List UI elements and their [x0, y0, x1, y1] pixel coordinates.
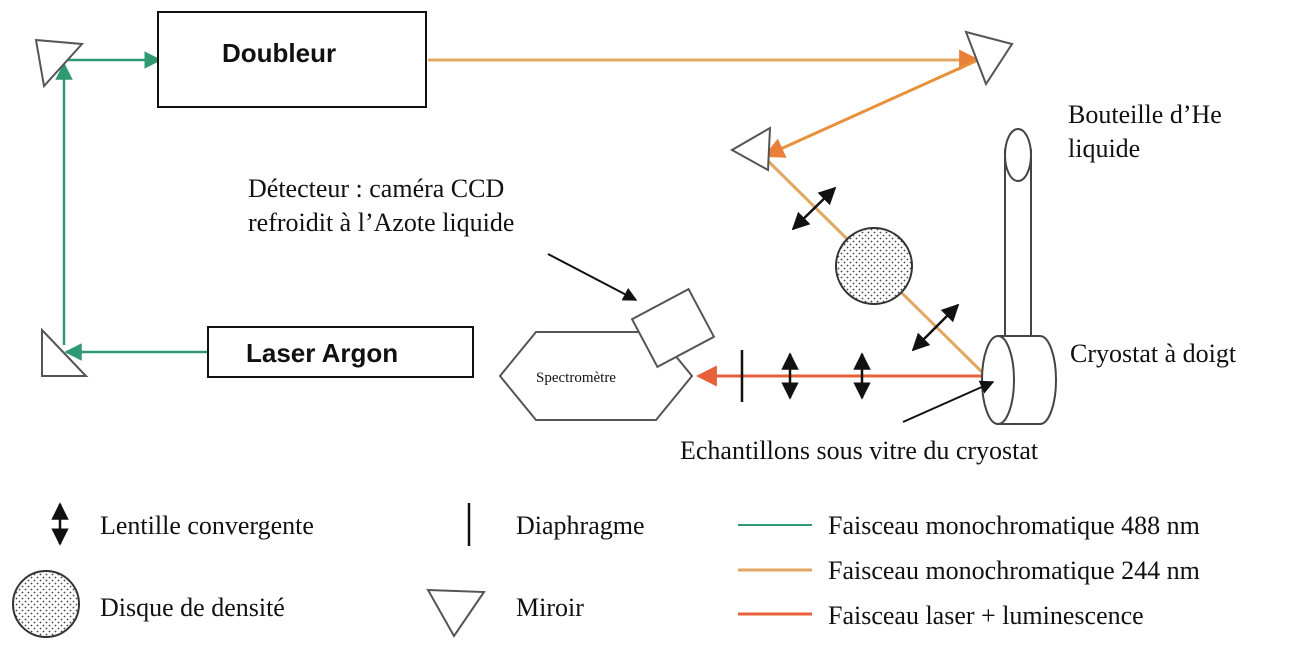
ccd-detector [630, 287, 716, 369]
legend-density-disk-icon [12, 570, 80, 638]
legend-beam-laser-label: Faisceau laser + luminescence [828, 601, 1144, 630]
detector-label-line1: Détecteur : caméra CCD [248, 174, 504, 203]
helium-bottle-label-line1: Bouteille d’He [1068, 100, 1222, 129]
mirror-icon-top-left [34, 38, 85, 89]
density-disk-icon [835, 227, 913, 305]
samples-pointer-arrow [902, 380, 995, 423]
detector-label-line2: refroidit à l’Azote liquide [248, 208, 514, 237]
lens-icon-diagonal-2 [911, 303, 960, 352]
detector-pointer-arrow [547, 253, 638, 301]
legend-mirror-label: Miroir [516, 593, 584, 622]
cryostat-label: Cryostat à doigt [1070, 339, 1237, 368]
lens-icon-diagonal-1 [791, 186, 837, 231]
legend-mirror-icon [426, 588, 486, 638]
legend-beam-488-label: Faisceau monochromatique 488 nm [828, 511, 1200, 540]
doubleur-label: Doubleur [222, 38, 336, 68]
spectrometer: Spectromètre [498, 331, 694, 421]
helium-bottle-label-line2: liquide [1068, 134, 1140, 163]
laser-argon-label: Laser Argon [246, 338, 398, 368]
spectrometer-label: Spectromètre [536, 370, 616, 386]
samples-label: Echantillons sous vitre du cryostat [680, 436, 1039, 465]
legend-beam-244-label: Faisceau monochromatique 244 nm [828, 556, 1200, 585]
helium-bottle [1004, 128, 1032, 351]
legend-density-disk-label: Disque de densité [100, 593, 285, 622]
legend-lens-label: Lentille convergente [100, 511, 314, 540]
mirror-icon-mid [729, 126, 772, 172]
legend-diaphragm-label: Diaphragme [516, 511, 645, 540]
beam-244-mirror-to-mirror [763, 58, 979, 158]
legend: Lentille convergente Diaphragme Disque d… [12, 502, 1200, 638]
mirror-icon-top-right [964, 30, 1014, 87]
laser-argon-box: Laser Argon [207, 326, 474, 378]
doubleur-box: Doubleur [157, 11, 427, 108]
cryostat [981, 335, 1057, 425]
mirror-icon-bottom-left [41, 327, 89, 377]
